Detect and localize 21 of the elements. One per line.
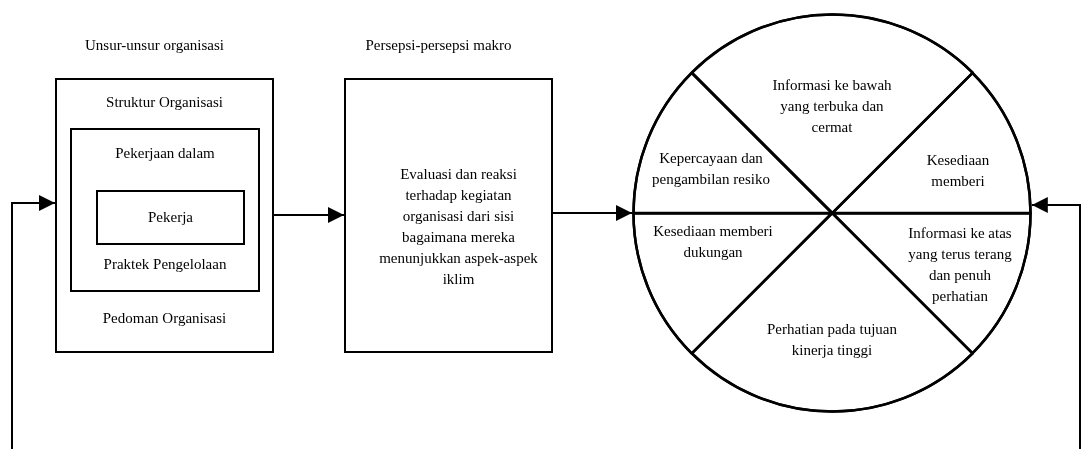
box-label: Praktek Pengelolaan — [102, 255, 228, 274]
sector-label: Kesediaan memberi — [925, 151, 991, 191]
sector-label: Informasi ke bawah yang terbuka dan cermat — [771, 75, 893, 137]
sector-label: Kepercayaan dan pengambilan resiko — [651, 149, 771, 189]
box-heading: Persepsi-persepsi makro — [364, 36, 513, 55]
circle-diagram — [632, 13, 1032, 413]
box-label: Struktur Organisasi — [105, 93, 224, 112]
sector-label: Informasi ke atas yang terus terang dan penuh perhatian — [907, 224, 1013, 306]
arrow — [552, 205, 633, 221]
sector-label: Kesediaan memberi dukungan — [652, 222, 774, 262]
box-label: Evaluasi dan reaksi terhadap kegiatan organisasi dari sisi bagaimana mereka menunjukkan aspek-aspek iklim — [378, 165, 539, 289]
arrow — [11, 195, 56, 449]
box-label: Pedoman Organisasi — [101, 309, 228, 328]
arrow — [1030, 197, 1081, 449]
process-box — [96, 190, 245, 245]
arrow — [273, 207, 345, 223]
sector-label: Perhatian pada tujuan kinerja tinggi — [766, 320, 898, 360]
box-heading: Unsur-unsur organisasi — [84, 36, 225, 55]
box-label: Pekerjaan dalam — [114, 144, 216, 163]
box-label: Pekerja — [147, 208, 194, 227]
process-box — [70, 128, 260, 292]
